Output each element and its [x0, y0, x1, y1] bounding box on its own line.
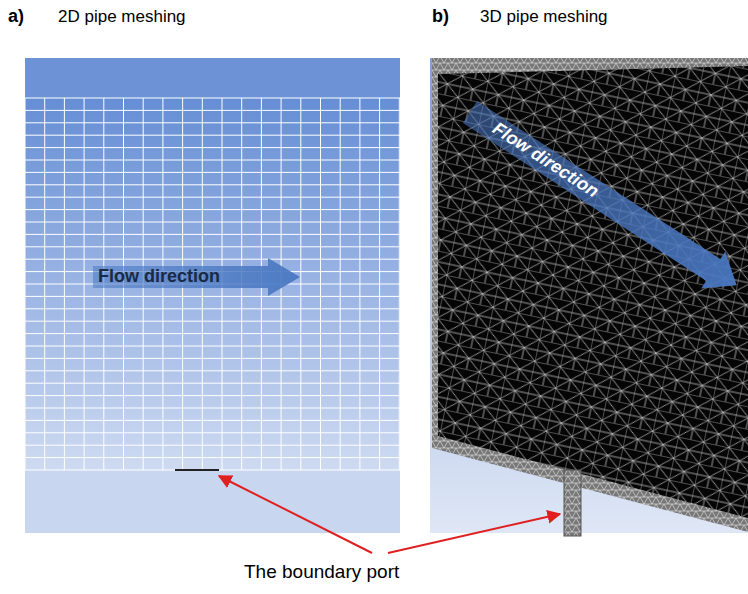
- panel-background: [430, 58, 748, 533]
- quad-mesh: [25, 98, 400, 470]
- pipe-wall: [25, 470, 400, 533]
- panel-title: 3D pipe meshing: [480, 7, 608, 27]
- pipe-wall-mesh: [432, 58, 748, 532]
- panel-letter: b): [432, 6, 449, 27]
- panel-title: 2D pipe meshing: [58, 7, 186, 27]
- pipe-wall: [25, 58, 400, 98]
- panel-letter: a): [8, 6, 24, 27]
- flow-arrow: [93, 258, 300, 296]
- leader-arrow: [219, 476, 372, 553]
- flow-arrow: [458, 94, 748, 304]
- leader-arrow: [388, 514, 560, 553]
- callout-label: The boundary port: [244, 561, 399, 583]
- flow-label: Flow direction: [98, 266, 220, 287]
- boundary-port: [564, 470, 581, 536]
- boundary-port: [175, 469, 219, 471]
- tet-mesh: [438, 66, 748, 518]
- panel-background: [25, 58, 400, 533]
